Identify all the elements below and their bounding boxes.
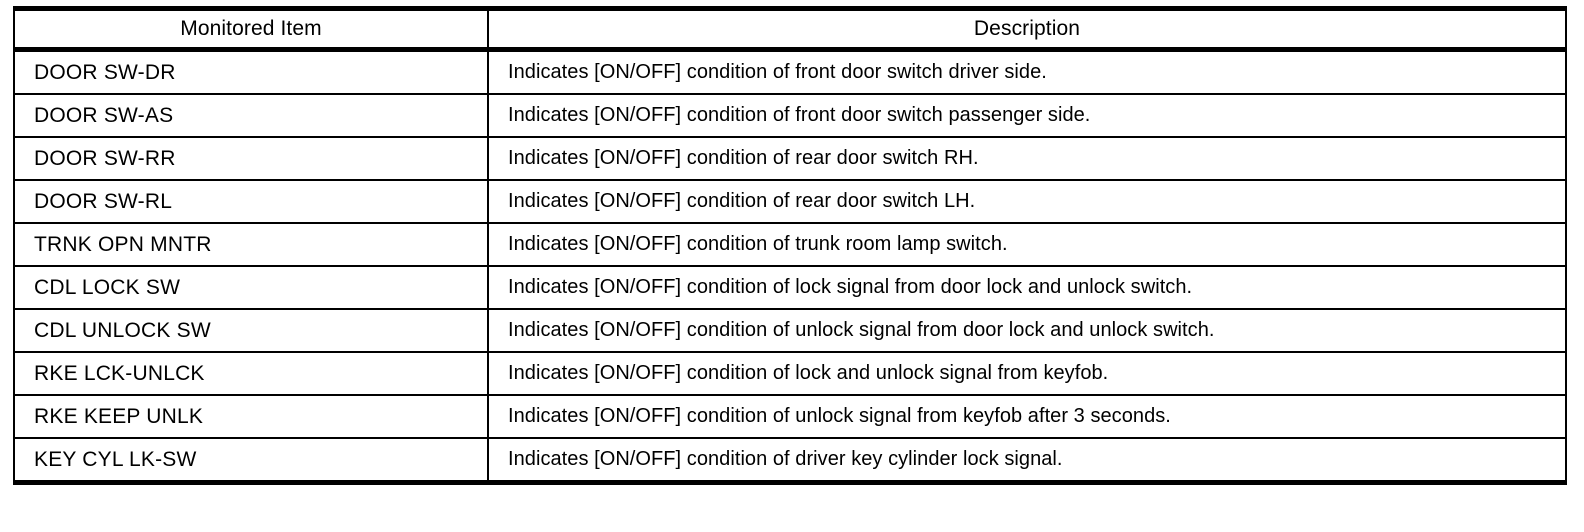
cell-description: Indicates [ON/OFF] condition of driver k…	[488, 438, 1567, 485]
table-row: RKE LCK-UNLCK Indicates [ON/OFF] conditi…	[13, 352, 1567, 396]
cell-description: Indicates [ON/OFF] condition of unlock s…	[488, 309, 1567, 353]
table-body: DOOR SW-DR Indicates [ON/OFF] condition …	[13, 49, 1567, 485]
cell-description: Indicates [ON/OFF] condition of unlock s…	[488, 395, 1567, 439]
cell-monitored-item: RKE LCK-UNLCK	[13, 352, 489, 396]
cell-monitored-item: CDL LOCK SW	[13, 266, 489, 310]
cell-monitored-item: DOOR SW-AS	[13, 94, 489, 138]
cell-description: Indicates [ON/OFF] condition of lock sig…	[488, 266, 1567, 310]
cell-monitored-item: KEY CYL LK-SW	[13, 438, 489, 485]
cell-monitored-item: RKE KEEP UNLK	[13, 395, 489, 439]
column-header-description: Description	[488, 6, 1567, 52]
cell-monitored-item: DOOR SW-DR	[13, 49, 489, 95]
table-row: CDL LOCK SW Indicates [ON/OFF] condition…	[13, 266, 1567, 310]
cell-description: Indicates [ON/OFF] condition of front do…	[488, 94, 1567, 138]
table-header-row: Monitored Item Description	[13, 6, 1567, 52]
table-row: DOOR SW-RL Indicates [ON/OFF] condition …	[13, 180, 1567, 224]
table-row: DOOR SW-DR Indicates [ON/OFF] condition …	[13, 49, 1567, 95]
monitored-item-table: Monitored Item Description DOOR SW-DR In…	[13, 6, 1567, 485]
cell-monitored-item: DOOR SW-RL	[13, 180, 489, 224]
cell-description: Indicates [ON/OFF] condition of rear doo…	[488, 137, 1567, 181]
cell-description: Indicates [ON/OFF] condition of lock and…	[488, 352, 1567, 396]
table-row: CDL UNLOCK SW Indicates [ON/OFF] conditi…	[13, 309, 1567, 353]
cell-description: Indicates [ON/OFF] condition of trunk ro…	[488, 223, 1567, 267]
cell-monitored-item: DOOR SW-RR	[13, 137, 489, 181]
cell-description: Indicates [ON/OFF] condition of front do…	[488, 49, 1567, 95]
table-row: DOOR SW-AS Indicates [ON/OFF] condition …	[13, 94, 1567, 138]
cell-monitored-item: TRNK OPN MNTR	[13, 223, 489, 267]
table-row: DOOR SW-RR Indicates [ON/OFF] condition …	[13, 137, 1567, 181]
column-header-monitored-item: Monitored Item	[13, 6, 489, 52]
table-header: Monitored Item Description	[13, 6, 1567, 52]
table-row: RKE KEEP UNLK Indicates [ON/OFF] conditi…	[13, 395, 1567, 439]
cell-description: Indicates [ON/OFF] condition of rear doo…	[488, 180, 1567, 224]
table-row: KEY CYL LK-SW Indicates [ON/OFF] conditi…	[13, 438, 1567, 485]
table-row: TRNK OPN MNTR Indicates [ON/OFF] conditi…	[13, 223, 1567, 267]
cell-monitored-item: CDL UNLOCK SW	[13, 309, 489, 353]
